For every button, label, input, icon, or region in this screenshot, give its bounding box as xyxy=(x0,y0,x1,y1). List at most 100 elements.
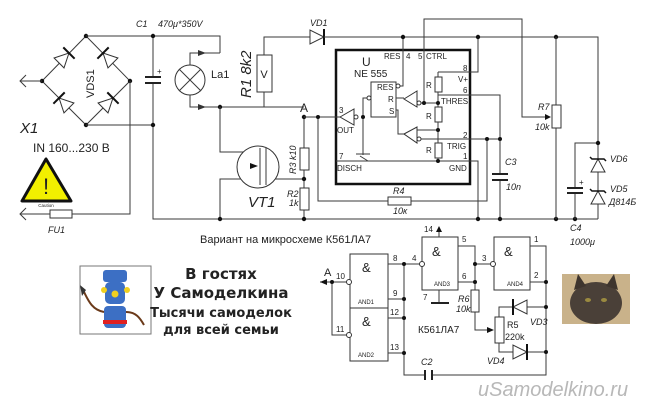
vt1-label: VT1 xyxy=(248,194,276,211)
ic555-pins-res-label: RES xyxy=(384,52,400,61)
ic555-pins-p3-label: 3 xyxy=(339,106,344,115)
ic555-ff-r-label: R xyxy=(388,95,394,104)
ic555-pins-p5-label: 5 xyxy=(418,52,423,61)
logic-pins-p13-label: 13 xyxy=(390,343,399,352)
promo-line2-label: У Самоделкина xyxy=(154,284,289,302)
ic555-pins-p8-label: 8 xyxy=(463,64,468,73)
transistor-vt1: VT1 xyxy=(219,107,304,219)
ic555-pins-ctrl-label: CTRL xyxy=(426,52,447,61)
fuse-fu1 xyxy=(49,209,73,219)
r1-mark: V xyxy=(260,69,268,81)
capacitor-c1: + C1 470μ*350V xyxy=(136,19,203,84)
resistors-r3-r2: R3 k10 R2 1k A xyxy=(287,101,310,222)
logic-gates-3-label: AND4 xyxy=(507,282,524,288)
logic-and_symbol-label: & xyxy=(432,244,441,259)
c3-name-label: C3 xyxy=(505,157,517,167)
promo-line3-label: Тысячи самоделок xyxy=(150,306,292,321)
logic-pins-p12-label: 12 xyxy=(390,308,399,317)
warning-icon: ! Caution xyxy=(20,157,73,208)
ic555-pins-p2-label: 2 xyxy=(463,131,468,140)
ic555-ff-res-label: RES xyxy=(377,83,393,92)
ic555-pins-gnd-label: GND xyxy=(449,164,467,173)
ic-part: NE 555 xyxy=(354,69,388,80)
lamp-la1: La1 xyxy=(174,36,310,110)
mains-input: X1 IN 160...230 B FU1 ! Caution xyxy=(19,74,131,235)
r1-label: R1 8k2 xyxy=(238,50,255,98)
ic555-pins-p1-label: 1 xyxy=(463,152,468,161)
logic-c2-label: C2 xyxy=(421,357,433,367)
logic-pins-p3-label: 3 xyxy=(482,254,487,263)
ic555-divider-label: R xyxy=(426,81,432,90)
r7-value-label: 10k xyxy=(535,122,550,132)
logic-pins-p1-label: 1 xyxy=(534,235,539,244)
svg-text:+: + xyxy=(579,178,584,187)
watermark: uSamodelkino.ru xyxy=(478,379,628,401)
logic-and_symbol-label: & xyxy=(362,314,371,329)
caution-text: Caution xyxy=(38,203,54,208)
logic-pins-p10-label: 10 xyxy=(336,272,345,281)
r7-name-label: R7 xyxy=(538,102,550,112)
c3-value-label: 10n xyxy=(506,182,521,192)
vd5-name-label: VD5 xyxy=(610,184,629,194)
x1-label: X1 xyxy=(19,120,38,137)
ic-ref: U xyxy=(362,55,371,69)
svg-text:+: + xyxy=(157,67,162,76)
ic555-ff-s-label: S xyxy=(389,107,394,116)
ic555-divider-label: R xyxy=(426,112,432,121)
logic-chip-label: К561ЛА7 xyxy=(418,325,460,336)
promo-line1-label: В гостях xyxy=(185,265,257,283)
r3-label: R3 k10 xyxy=(288,145,298,174)
cat-photo xyxy=(562,274,630,324)
variant-title: Вариант на микросхеме К561ЛА7 xyxy=(200,234,371,246)
logic-a-label: A xyxy=(324,267,332,279)
c4-value-label: 1000μ xyxy=(570,237,595,247)
node-a-label: A xyxy=(300,101,308,115)
logic-gates-1-label: AND2 xyxy=(358,353,375,359)
robot-logo-image xyxy=(79,265,152,335)
logic-pins-p4-label: 4 xyxy=(412,254,417,263)
ic555-pins-disch-label: DISCH xyxy=(337,164,362,173)
vds1-label: VDS1 xyxy=(85,69,97,98)
logic-pins-p9-label: 9 xyxy=(393,289,398,298)
fu1-label: FU1 xyxy=(48,225,65,235)
logic-pins-p6-label: 6 xyxy=(462,272,467,281)
promo-line4-label: для всей семьи xyxy=(163,323,279,338)
r2-value: 1k xyxy=(289,198,299,208)
logic-and_symbol-label: & xyxy=(504,244,513,259)
logic-gates-2-label: AND3 xyxy=(434,282,451,288)
logic-pins-p5-label: 5 xyxy=(462,235,467,244)
ic555-pins-vplus-label: V+ xyxy=(458,75,468,84)
r2-label: R2 xyxy=(287,189,299,199)
ic555-divider-label: R xyxy=(426,146,432,155)
input-voltage-label: IN 160...230 B xyxy=(33,141,110,155)
logic-vd3-label: VD3 xyxy=(530,317,548,327)
ic555-pins-out-label: OUT xyxy=(337,126,354,135)
vd1-label: VD1 xyxy=(310,18,328,28)
promo-text: В гостях У Самоделкина Тысячи самоделок … xyxy=(150,265,292,338)
la1-label: La1 xyxy=(211,69,229,81)
logic-r6-name-label: R6 xyxy=(458,294,470,304)
capacitor-c3: C3 10n xyxy=(492,157,521,192)
ic555-pins-p6-label: 6 xyxy=(463,86,468,95)
r4-value-label: 10к xyxy=(393,206,408,216)
ic555-pins-thres-label: THRES xyxy=(441,97,468,106)
logic-r5-name-label: R5 xyxy=(507,320,519,330)
logic-k561la7: & & & & AND1 AND2 AND3 AND4 A 10 11 8 9 … xyxy=(320,225,548,380)
logic-pins-p2-label: 2 xyxy=(534,271,539,280)
vd6-label: VD6 xyxy=(610,154,628,164)
c1-value: 470μ*350V xyxy=(158,19,203,29)
logic-vd4-label: VD4 xyxy=(487,356,505,366)
logic-gates-0-label: AND1 xyxy=(358,300,375,306)
logic-and_symbol-label: & xyxy=(362,260,371,275)
c1-label: C1 xyxy=(136,19,148,29)
potentiometer-r7: R7 10k xyxy=(535,37,562,219)
logic-pins-p14-label: 14 xyxy=(424,225,433,234)
r4-name-label: R4 xyxy=(393,186,405,196)
c4-name-label: C4 xyxy=(570,223,582,233)
logic-r5-value-label: 220k xyxy=(505,332,525,342)
logic-pins-p7-label: 7 xyxy=(423,293,428,302)
svg-text:!: ! xyxy=(43,174,49,199)
